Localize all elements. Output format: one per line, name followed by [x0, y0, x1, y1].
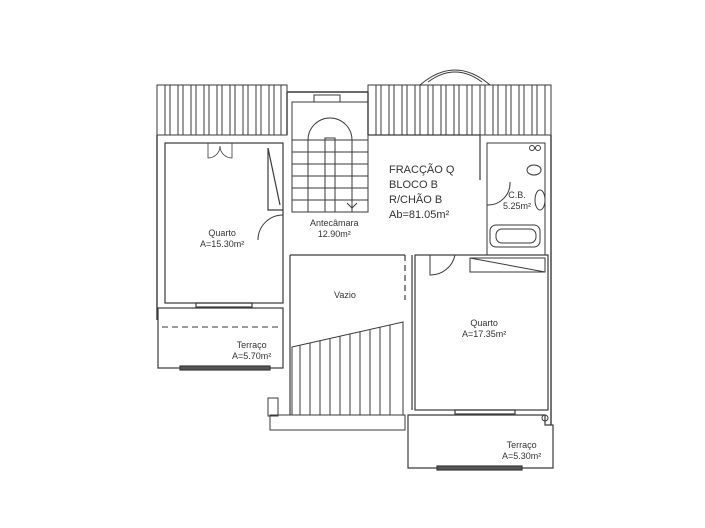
room-area: A=17.35m²: [462, 329, 507, 339]
room-cb: C.B. 5.25m²: [503, 190, 531, 212]
room-area: A=15.30m²: [200, 239, 245, 249]
block-label: BLOCO B: [389, 179, 438, 191]
room-area: A=5.30m²: [502, 451, 542, 461]
quarto-1-walls: [164, 142, 284, 308]
gross-area-label: Ab=81.05m²: [389, 209, 450, 221]
room-name: Quarto: [470, 318, 498, 328]
quarto-2-walls: [414, 254, 549, 415]
room-name: Terraço: [236, 340, 267, 350]
pergola-right: [367, 69, 552, 136]
room-name: Terraço: [506, 440, 537, 450]
terraco-2: [407, 414, 554, 471]
room-antecamara: Antecâmara 12.90m²: [310, 218, 359, 240]
central-walls: [289, 134, 481, 415]
terraco-1: [157, 307, 284, 371]
void-railing: [267, 321, 406, 431]
room-quarto-1: Quarto A=15.30m²: [200, 228, 244, 250]
room-terraco-2: Terraço A=5.30m²: [502, 440, 541, 462]
room-area: A=5.70m²: [232, 351, 272, 361]
pergola-left: [156, 84, 288, 136]
floor-label: R/CHÃO B: [389, 194, 443, 206]
room-vazio: Vazio: [334, 290, 356, 301]
room-name: Antecâmara: [310, 218, 359, 228]
room-name: Quarto: [208, 228, 236, 238]
staircase: [291, 94, 369, 213]
room-name: C.B.: [508, 190, 526, 200]
room-area: 5.25m²: [503, 201, 532, 211]
room-terraco-1: Terraço A=5.70m²: [232, 340, 271, 362]
fraction-label: FRACÇÃO Q: [389, 164, 455, 176]
room-name: Vazio: [334, 290, 356, 300]
room-area: 12.90m²: [317, 229, 351, 239]
room-quarto-2: Quarto A=17.35m²: [462, 318, 506, 340]
title-block: FRACÇÃO Q BLOCO B R/CHÃO B Ab=81.05m²: [389, 163, 454, 223]
